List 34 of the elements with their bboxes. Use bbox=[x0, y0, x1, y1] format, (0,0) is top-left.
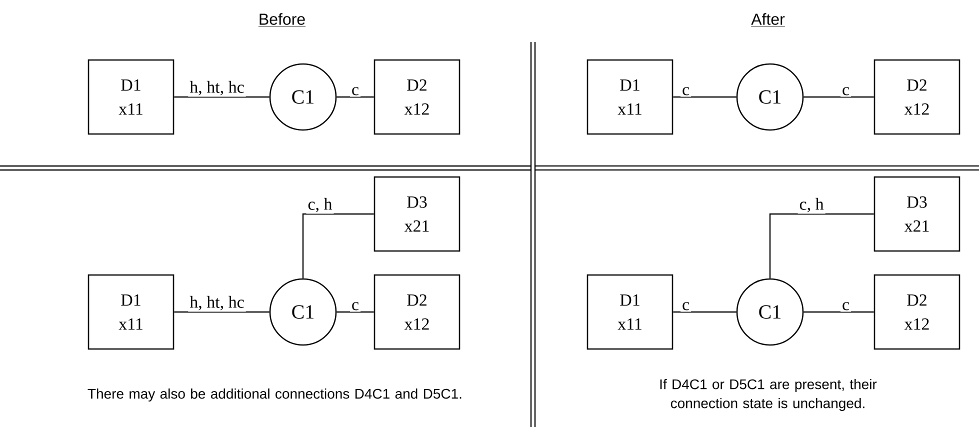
device-box: D3 x21 bbox=[374, 176, 460, 252]
connection-line bbox=[673, 311, 736, 313]
connection-line bbox=[336, 96, 374, 98]
connection-line bbox=[769, 213, 874, 278]
connection-line bbox=[174, 96, 270, 98]
edge-label: c bbox=[352, 302, 359, 310]
edge-label: h, ht, hc bbox=[190, 296, 244, 310]
connection-line bbox=[804, 311, 874, 313]
device-box: D2 x12 bbox=[874, 59, 960, 135]
panel-heading: After bbox=[750, 13, 786, 26]
connection-line bbox=[174, 311, 270, 313]
edge-label: c bbox=[842, 87, 850, 96]
connection-line bbox=[302, 213, 374, 278]
edge-label: c, h bbox=[800, 198, 824, 212]
device-box: D2 x12 bbox=[874, 274, 960, 350]
device-box: D1 x11 bbox=[88, 59, 174, 135]
connection-line bbox=[673, 96, 736, 98]
edge-label: c bbox=[682, 302, 690, 310]
edge-label: c, h bbox=[308, 198, 332, 212]
connection-line bbox=[804, 96, 874, 98]
edge-label: c bbox=[682, 87, 690, 96]
edge-label: c bbox=[352, 87, 359, 96]
note-text: If D4C1 or D5C1 are present, their connection state is unchanged. bbox=[660, 378, 877, 411]
connection-line bbox=[336, 311, 374, 313]
device-box: D3 x21 bbox=[874, 176, 960, 252]
device-box: D1 x11 bbox=[88, 274, 174, 350]
edge-label: c bbox=[842, 302, 850, 310]
device-box: D1 x11 bbox=[586, 59, 674, 135]
device-box: D2 x12 bbox=[374, 59, 460, 135]
device-box: D2 x12 bbox=[374, 274, 460, 350]
device-box: D1 x11 bbox=[586, 274, 674, 350]
panel-heading: Before bbox=[258, 13, 306, 26]
note-text: There may also be additional connections D4C1 and D5C1. bbox=[88, 388, 462, 402]
edge-label: h, ht, hc bbox=[190, 80, 244, 96]
